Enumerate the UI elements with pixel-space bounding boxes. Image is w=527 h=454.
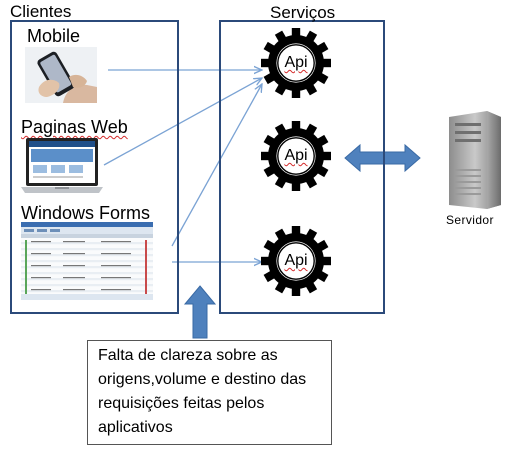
api-gear-1: Api [261,28,331,98]
api-label-3: Api [284,252,308,269]
gear-icon [261,226,331,296]
gear-icon [261,121,331,191]
laptop-image [21,138,103,193]
servicos-title: Serviços [270,3,336,22]
gear-tooth [291,284,301,296]
client-label-mobile: Mobile [27,26,81,46]
client-label-windows: Windows Forms [21,203,151,223]
api-gear-2: Api [261,121,331,191]
gear-tooth [291,121,301,133]
callout-text: Falta de clareza sobre as origens,volume… [98,347,307,436]
gear-tooth [291,86,301,98]
gear-tooth [291,179,301,191]
server-icon [449,111,501,209]
gear-icon [261,28,331,98]
api-label-2: Api [284,147,308,164]
double-arrow [344,143,421,173]
mobile-phone-image [25,47,97,103]
gear-tooth [291,28,301,40]
windows-forms-image [21,222,153,300]
api-label-1: Api [284,54,308,71]
callout-box: Falta de clareza sobre as origens,volume… [87,340,332,445]
up-arrow [183,285,217,339]
server-label: Servidor [446,213,494,227]
client-label-web: Paginas Web [21,118,128,136]
connector-windows-api1 [171,84,262,247]
client-label-web-text: Paginas Web [21,117,128,137]
servicos-box [219,20,385,314]
clientes-box [10,20,179,314]
gear-tooth [291,226,301,238]
connector-web-api1 [103,78,262,166]
clientes-title: Clientes [10,2,72,21]
api-gear-3: Api [261,226,331,296]
